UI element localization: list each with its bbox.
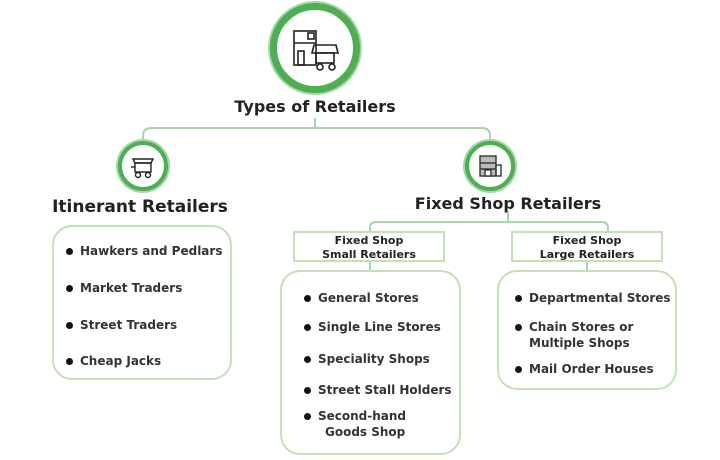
list-item: Market Traders [66, 280, 182, 296]
header-line: Small Retailers [322, 248, 416, 261]
list-item: Hawkers and Pedlars [66, 243, 222, 259]
header-line: Fixed Shop [552, 234, 622, 247]
list-item: Speciality Shops [304, 351, 430, 367]
small-retailers-list [280, 270, 461, 455]
list-item: Single Line Stores [304, 319, 441, 335]
large-retailers-list [497, 270, 677, 390]
list-item: Street Traders [66, 317, 177, 333]
list-item: Cheap Jacks [66, 353, 161, 369]
shop-and-cart-icon [270, 3, 360, 93]
large-retailers-header: Fixed Shop Large Retailers [511, 231, 663, 262]
fixed-title: Fixed Shop Retailers [414, 194, 602, 213]
food-cart-icon [118, 141, 168, 191]
building-icon [465, 141, 515, 191]
header-line: Fixed Shop [334, 234, 404, 247]
list-item: Street Stall Holders [304, 382, 452, 398]
list-item: Departmental Stores [515, 290, 671, 306]
itinerant-title: Itinerant Retailers [52, 197, 228, 217]
small-retailers-header: Fixed Shop Small Retailers [293, 231, 445, 262]
root-title: Types of Retailers [234, 97, 396, 116]
header-line: Large Retailers [539, 248, 635, 261]
list-item: General Stores [304, 290, 419, 306]
itinerant-list [52, 225, 232, 380]
list-item: Mail Order Houses [515, 361, 654, 377]
